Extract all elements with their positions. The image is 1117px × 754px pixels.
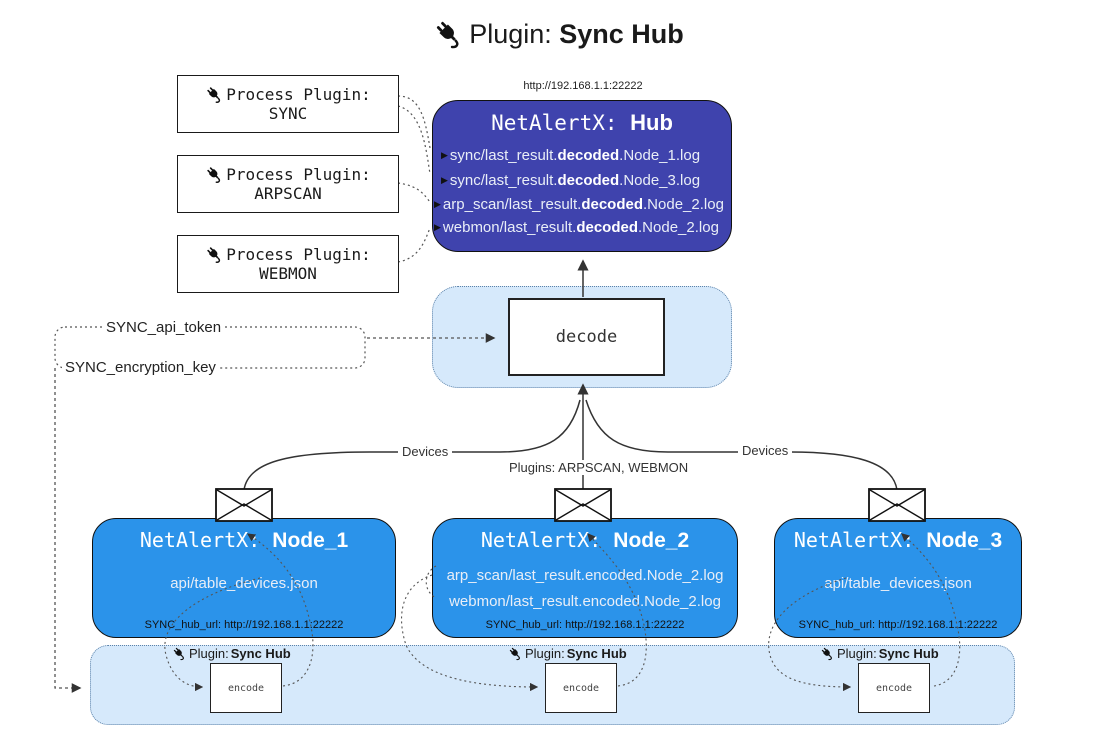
node-content: api/table_devices.json	[775, 571, 1021, 597]
node-file-line: arp_scan/last_result.encoded.Node_2.log	[446, 567, 724, 584]
process-plugin-name: ARPSCAN	[254, 184, 322, 203]
hub-log-line: ▶sync/last_result.decoded.Node_1.log	[433, 143, 731, 168]
process-plugin-name: WEBMON	[259, 264, 317, 283]
node-hub-url: SYNC_hub_url: http://192.168.1.1:22222	[144, 619, 344, 631]
plugin-label-prefix: Plugin:	[525, 646, 565, 661]
node-2: NetAlertX: Node_2 arp_scan/last_result.e…	[432, 518, 738, 638]
title-bold: Sync Hub	[559, 19, 684, 49]
node-1: NetAlertX: Node_1 api/table_devices.json…	[92, 518, 396, 638]
node-content: arp_scan/last_result.encoded.Node_2.log …	[433, 563, 737, 615]
node-title-bold: Node_2	[613, 529, 690, 552]
node-title: NetAlertX: Node_1	[93, 528, 395, 553]
edge-label-devices-right: Devices	[738, 443, 793, 458]
hub-log-line: ▶webmon/last_result.decoded.Node_2.log	[433, 216, 731, 239]
hub-log-line: ▶arp_scan/last_result.decoded.Node_2.log	[433, 193, 731, 216]
edge-label-plugins: Plugins: ARPSCAN, WEBMON	[505, 460, 693, 475]
process-plugin-sync: Process Plugin: SYNC	[177, 75, 399, 133]
hub-title-prefix: NetAlertX:	[491, 111, 631, 135]
title-prefix: Plugin:	[469, 19, 560, 49]
decode-box: decode	[508, 298, 665, 376]
log-pre: sync/last_result.	[449, 172, 558, 189]
hub-log-line: ▶sync/last_result.decoded.Node_3.log	[433, 168, 731, 193]
plug-icon	[172, 646, 187, 661]
process-plugin-arpscan: Process Plugin: ARPSCAN	[177, 155, 399, 213]
node-title-prefix: NetAlertX:	[793, 528, 927, 552]
process-plugin-label: Process Plugin:	[226, 85, 371, 104]
plug-icon	[433, 18, 465, 50]
plug-icon	[820, 646, 835, 661]
process-plugin-webmon: Process Plugin: WEBMON	[177, 235, 399, 293]
log-bold: decoded	[557, 147, 620, 164]
node-hub-url: SYNC_hub_url: http://192.168.1.1:22222	[798, 619, 998, 631]
log-post: .Node_2.log	[638, 219, 719, 236]
log-pre: webmon/last_result.	[442, 219, 577, 236]
arrow-right-icon: ▶	[441, 175, 448, 185]
hub-node: NetAlertX: Hub ▶sync/last_result.decoded…	[432, 100, 732, 252]
sync-api-token-label: SYNC_api_token	[103, 319, 225, 336]
log-bold: decoded	[581, 196, 644, 213]
encode-box: encode	[210, 663, 282, 713]
node-content: api/table_devices.json	[93, 571, 395, 597]
hub-url-label: http://192.168.1.1:22222	[523, 80, 643, 92]
plugin-label-bold: Sync Hub	[566, 646, 627, 661]
node-3: NetAlertX: Node_3 api/table_devices.json…	[774, 518, 1022, 638]
log-pre: arp_scan/last_result.	[442, 196, 582, 213]
plugin-label-bold: Sync Hub	[230, 646, 291, 661]
node-file-line: api/table_devices.json	[170, 575, 318, 592]
encoder-plugin-label: Plugin: Sync Hub	[508, 646, 627, 661]
encode-box: encode	[858, 663, 930, 713]
log-post: .Node_2.log	[643, 196, 724, 213]
node-title-prefix: NetAlertX:	[139, 528, 273, 552]
mail-icon	[215, 488, 273, 522]
mail-icon	[868, 488, 926, 522]
plug-icon	[205, 165, 224, 184]
node-title-bold: Node_3	[926, 529, 1003, 552]
log-post: .Node_3.log	[619, 172, 701, 189]
plug-icon	[205, 85, 224, 104]
log-post: .Node_1.log	[619, 147, 701, 164]
edge-label-devices-left: Devices	[398, 444, 453, 459]
log-pre: sync/last_result.	[449, 147, 558, 164]
plugin-label-prefix: Plugin:	[837, 646, 877, 661]
sync-encryption-key-label: SYNC_encryption_key	[62, 359, 219, 376]
plugin-label-prefix: Plugin:	[189, 646, 229, 661]
node-title: NetAlertX: Node_3	[775, 528, 1021, 553]
node-title: NetAlertX: Node_2	[433, 528, 737, 553]
mail-icon	[554, 488, 612, 522]
plug-icon	[205, 245, 224, 264]
node-title-prefix: NetAlertX:	[480, 528, 614, 552]
node-title-bold: Node_1	[272, 529, 349, 552]
arrow-right-icon: ▶	[434, 199, 441, 209]
hub-title: NetAlertX: Hub	[433, 110, 731, 136]
encoder-plugin-label: Plugin: Sync Hub	[820, 646, 939, 661]
encode-box: encode	[545, 663, 617, 713]
hub-title-bold: Hub	[630, 110, 673, 135]
process-plugin-label: Process Plugin:	[226, 165, 371, 184]
arrow-right-icon: ▶	[441, 150, 448, 160]
process-plugin-name: SYNC	[268, 104, 308, 123]
process-plugin-label: Process Plugin:	[226, 245, 371, 264]
node-file-line: webmon/last_result.encoded.Node_2.log	[449, 593, 721, 610]
arrow-right-icon: ▶	[434, 222, 441, 232]
log-bold: decoded	[557, 172, 620, 189]
page-title: Plugin: Sync Hub	[0, 18, 1117, 50]
plug-icon	[508, 646, 523, 661]
node-file-line: api/table_devices.json	[824, 575, 972, 592]
node-hub-url: SYNC_hub_url: http://192.168.1.1:22222	[485, 619, 685, 631]
encoder-plugin-label: Plugin: Sync Hub	[172, 646, 291, 661]
plugin-label-bold: Sync Hub	[878, 646, 939, 661]
log-bold: decoded	[576, 219, 639, 236]
